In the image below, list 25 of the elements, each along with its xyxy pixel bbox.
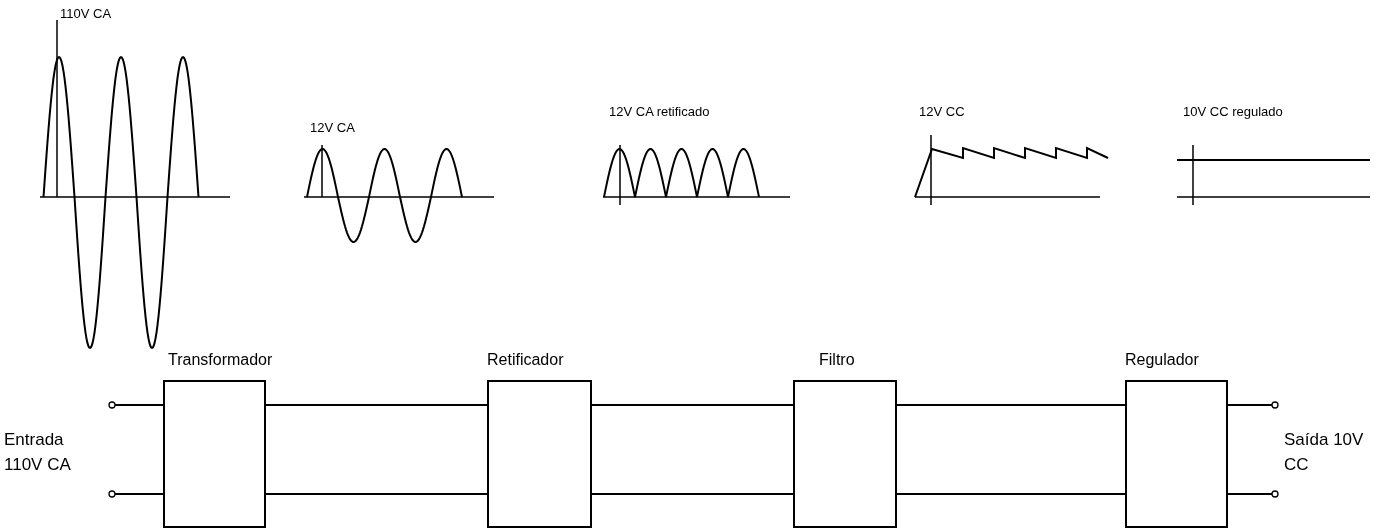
waveform-label: 12V CA retificado (609, 104, 710, 119)
wire-line (592, 403, 793, 407)
wire-line (592, 492, 793, 496)
block-heading: Regulador (1125, 351, 1199, 369)
waveform-label: 12V CA (310, 120, 355, 135)
terminal-circle (1271, 490, 1279, 498)
wire-line (897, 492, 1125, 496)
block-heading: Retificador (487, 351, 564, 369)
wire-line (1228, 403, 1272, 407)
waveform-label: 12V CC (919, 104, 965, 119)
wire-line (266, 492, 487, 496)
block-heading: Filtro (819, 351, 855, 369)
block-heading: Transformador (168, 351, 273, 369)
terminal-label: Entrada 110V CA (4, 429, 72, 476)
terminal-label: Saída 10V CC (1284, 429, 1365, 476)
wire-line (1228, 492, 1272, 496)
terminal-circle (108, 401, 116, 409)
wire-line (897, 403, 1125, 407)
wire-line (266, 403, 487, 407)
waveform-label: 110V CA (60, 6, 112, 21)
wire-line (115, 403, 163, 407)
waveform-label: 10V CC regulado (1183, 104, 1283, 119)
terminal-circle (1271, 401, 1279, 409)
terminal-circle (108, 490, 116, 498)
wire-line (115, 492, 163, 496)
